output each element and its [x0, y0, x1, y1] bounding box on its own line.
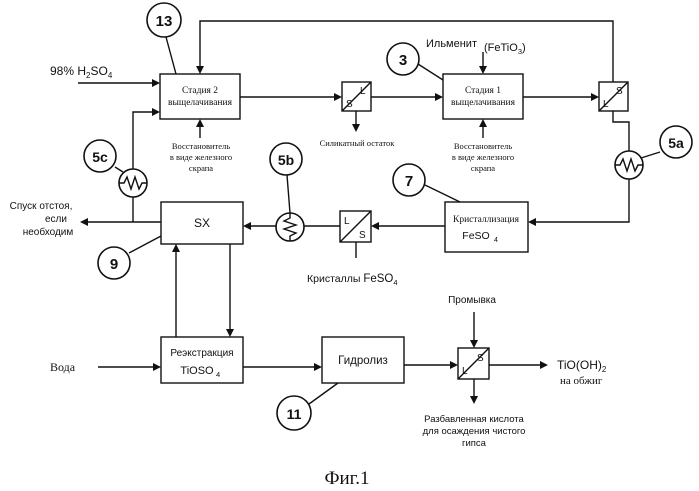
separator-l-label: L	[462, 366, 468, 377]
reductant-left-line2: в виде железного	[170, 152, 232, 162]
separator-l-label: L	[360, 86, 366, 97]
hydrolysis-label: Гидролиз	[338, 355, 388, 367]
separator-hydrolysis: L S	[458, 348, 489, 379]
separator-l-label: L	[344, 216, 350, 227]
stage1-label-line2: выщелачивания	[451, 98, 516, 108]
marker-3-label: 3	[399, 52, 407, 69]
reductant-left-line3: скрапа	[189, 163, 213, 173]
marker-5b-label: 5b	[278, 152, 294, 168]
heat-exchanger-5c	[119, 169, 147, 197]
reductant-left-line1: Восстановитель	[172, 141, 230, 151]
stage2-label-line2: выщелачивания	[168, 98, 233, 108]
reextraction-formula: TiOSO	[180, 365, 214, 377]
stage1-leaching-box	[443, 74, 523, 119]
washing-label: Промывка	[448, 295, 496, 306]
reductant-right-line2: в виде железного	[452, 152, 514, 162]
heat-exchanger-5b	[276, 213, 304, 241]
sludge-line2: если	[45, 214, 67, 225]
marker-13-label: 13	[156, 13, 173, 30]
ilmenite-formula: (FeTiO3)	[484, 42, 526, 56]
separator-after-stage1: L S	[599, 82, 628, 111]
acid-feed-label: 98% H2SO4	[50, 64, 113, 80]
reductant-right-line3: скрапа	[471, 163, 495, 173]
reductant-right-line1: Восстановитель	[454, 141, 512, 151]
crystallization-label: Кристаллизация	[453, 215, 520, 225]
ilmenite-label: Ильменит	[426, 38, 477, 50]
separator-s-label: S	[616, 86, 623, 97]
crystallization-formula: FeSO	[462, 230, 489, 242]
tio-note-label: на обжиг	[560, 375, 603, 387]
marker-9-label: 9	[110, 256, 118, 273]
reextraction-formula-sub: 4	[216, 370, 220, 379]
separator-s-label: S	[477, 353, 484, 364]
stage1-label-line1: Стадия 1	[465, 86, 501, 96]
separator-crystals: L S	[340, 211, 371, 242]
water-label: Вода	[50, 360, 76, 374]
marker-7-label: 7	[405, 173, 413, 190]
separator-l-label: L	[603, 99, 609, 110]
crystals-label: Кристаллы FeSO4	[307, 273, 398, 287]
separator-s-label: S	[359, 230, 366, 241]
crystallization-box	[445, 202, 528, 252]
stage2-label-line1: Стадия 2	[182, 86, 218, 96]
sludge-line1: Спуск отстоя,	[10, 201, 73, 212]
marker-11-label: 11	[287, 406, 302, 422]
sludge-line3: необходим	[23, 226, 74, 238]
marker-5c-label: 5c	[92, 149, 108, 165]
marker-5a-label: 5a	[668, 135, 684, 151]
stage2-leaching-box	[160, 74, 240, 119]
separator-s-label: S	[346, 99, 353, 110]
heat-exchanger-5a	[615, 151, 643, 179]
silicate-residue-label: Силикатный остаток	[320, 138, 396, 148]
dilute-acid-line1: Разбавленная кислота	[424, 414, 524, 425]
crystallization-formula-sub: 4	[494, 237, 498, 244]
separator-after-stage2: S L	[342, 82, 371, 111]
tio-product-label: TiO(OH)2	[557, 358, 607, 374]
figure-caption: Фиг.1	[324, 468, 369, 489]
sx-label: SX	[194, 216, 210, 230]
reextraction-label: Реэкстракция	[170, 348, 233, 359]
dilute-acid-line2: для осаждения чистого	[423, 426, 526, 437]
dilute-acid-line3: гипса	[462, 438, 487, 449]
